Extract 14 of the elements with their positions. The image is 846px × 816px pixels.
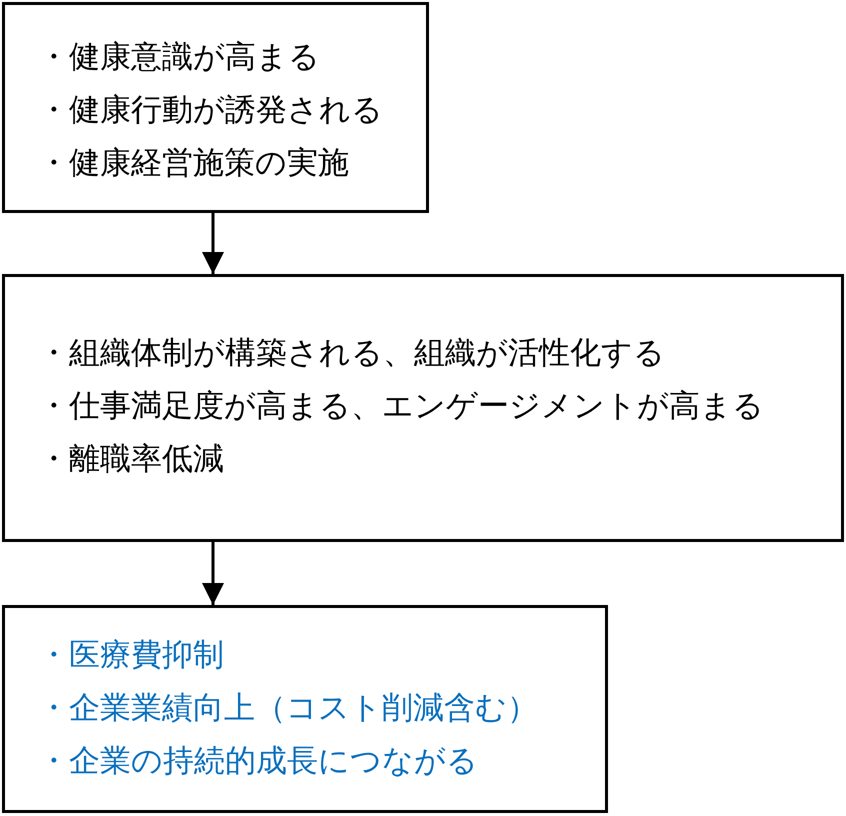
bullet-text: ・健康行動が誘発される — [38, 91, 383, 130]
bullet-text: ・組織体制が構築される、組織が活性化する — [38, 334, 665, 373]
process-box — [2, 274, 844, 542]
bullet-text: ・企業業績向上（コスト削減含む） — [38, 689, 538, 728]
bullet-text: ・離職率低減 — [38, 440, 224, 479]
arrow — [202, 213, 224, 274]
bullet-text: ・医療費抑制 — [38, 636, 224, 675]
bullet-text: ・仕事満足度が高まる、エンゲージメントが高まる — [38, 387, 764, 426]
bullet-text: ・健康経営施策の実施 — [38, 144, 349, 183]
process-box — [2, 605, 608, 813]
bullet-text: ・健康意識が高まる — [38, 38, 320, 77]
arrow — [202, 542, 224, 605]
bullet-text: ・企業の持続的成長につながる — [38, 742, 478, 781]
process-box — [2, 2, 429, 213]
